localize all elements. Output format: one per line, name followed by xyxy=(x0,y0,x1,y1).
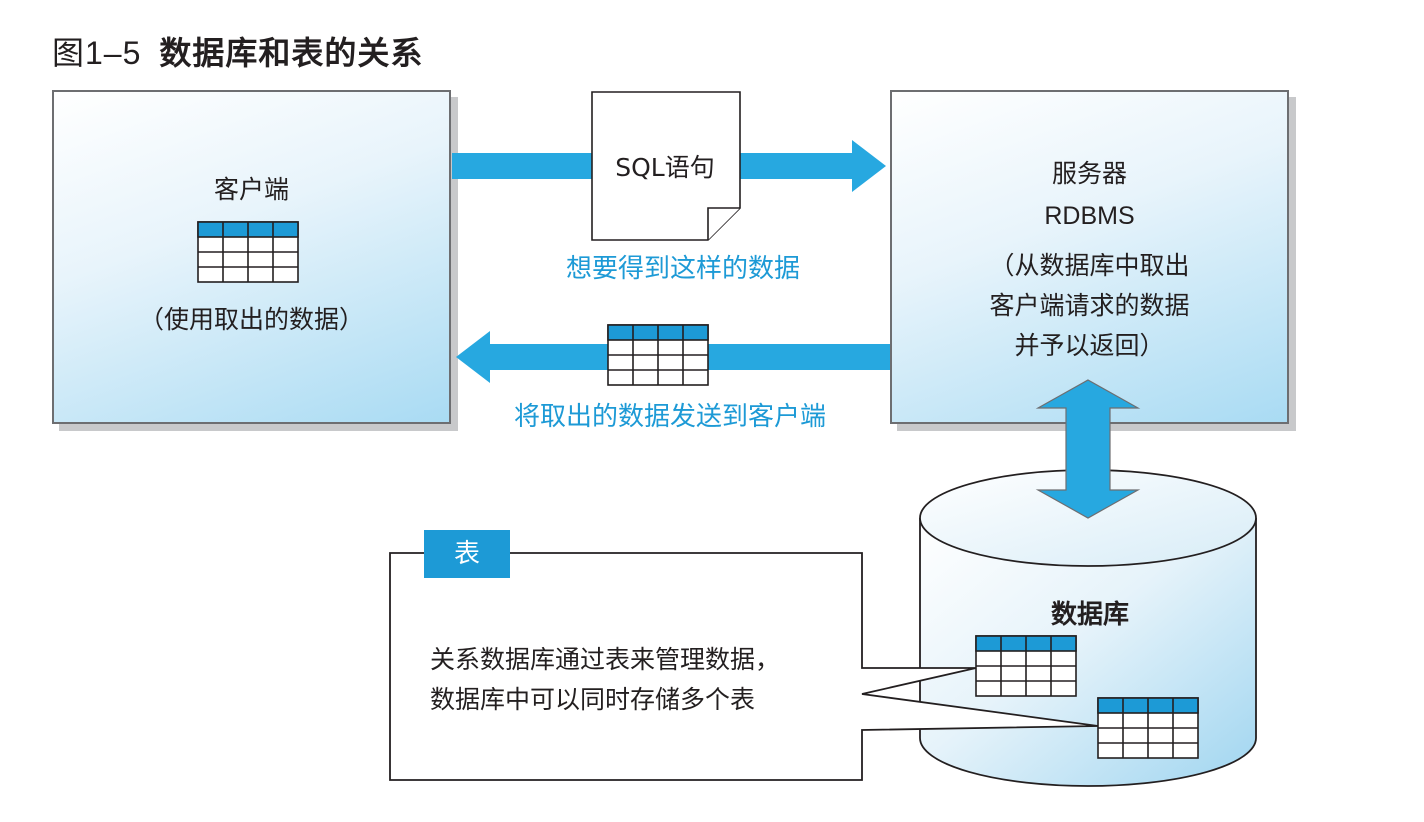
callout-line-2: 数据库中可以同时存储多个表 xyxy=(430,685,756,714)
database-table-icon-1 xyxy=(975,635,1077,697)
bidirectional-arrow xyxy=(1035,379,1141,519)
figure-title: 图1–5 数据库和表的关系 xyxy=(52,28,423,74)
figure-caption: 数据库和表的关系 xyxy=(159,34,424,72)
client-title: 客户端 xyxy=(213,175,289,204)
response-caption: 将取出的数据发送到客户端 xyxy=(513,402,826,432)
client-note: （使用取出的数据） xyxy=(138,305,364,334)
server-note-line2: 客户端请求的数据 xyxy=(989,291,1190,320)
server-box: 服务器 RDBMS （从数据库中取出 客户端请求的数据 并予以返回） xyxy=(890,90,1289,424)
client-box: 客户端 （使用取出的数据） xyxy=(52,90,451,424)
database-table-icon-2 xyxy=(1097,697,1199,759)
request-caption: 想要得到这样的数据 xyxy=(565,254,800,284)
figure-number: 图1–5 xyxy=(52,35,142,71)
database-label: 数据库 xyxy=(1050,600,1129,630)
callout-tag: 表 xyxy=(424,530,510,578)
client-table-icon xyxy=(197,221,299,283)
sql-statement-label: SQL语句 xyxy=(615,153,715,182)
response-table-icon xyxy=(607,324,709,386)
server-note-line3: 并予以返回） xyxy=(1014,331,1165,360)
sql-document-icon xyxy=(591,91,741,241)
callout-balloon xyxy=(389,552,1099,781)
callout-line-1: 关系数据库通过表来管理数据， xyxy=(430,645,781,674)
server-subtitle: RDBMS xyxy=(1044,202,1135,230)
server-title: 服务器 xyxy=(1051,159,1127,188)
server-note-line1: （从数据库中取出 xyxy=(989,251,1190,280)
